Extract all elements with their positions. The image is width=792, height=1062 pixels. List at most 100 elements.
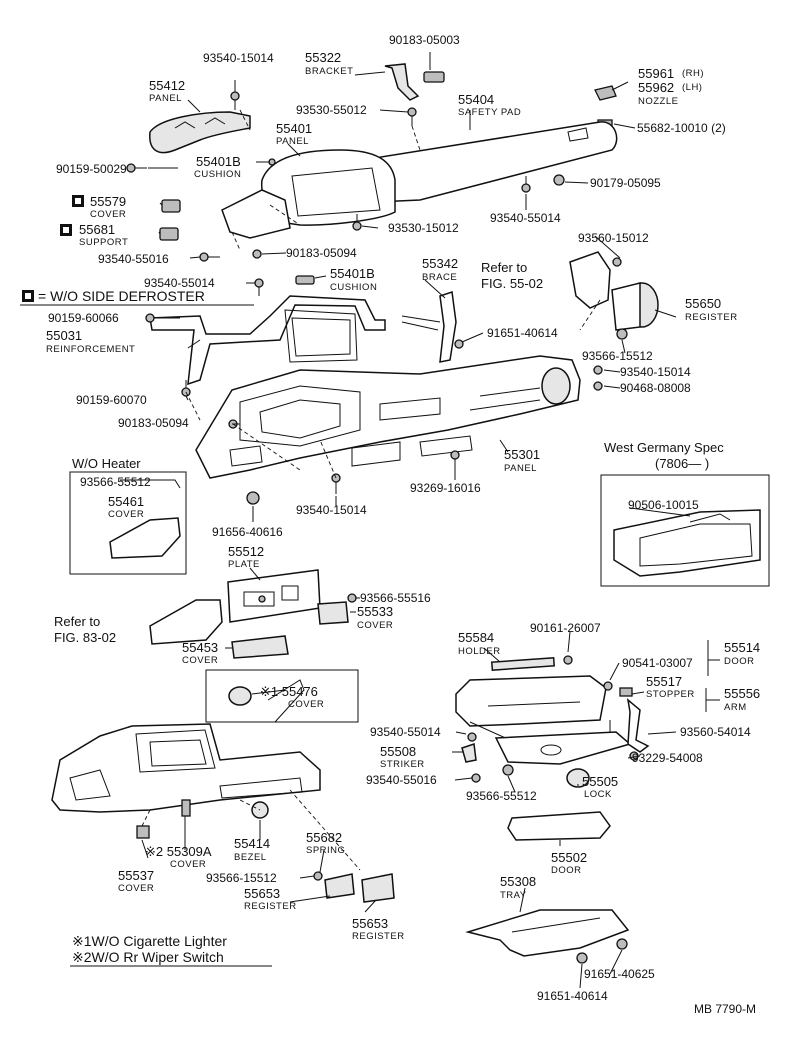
label-90183-05094-b: 90183-05094 [118, 416, 189, 430]
legend-note-2: ※2W/O Rr Wiper Switch [72, 949, 224, 965]
label-brace: BRACE [422, 272, 457, 283]
part-55322-bracket [384, 63, 420, 101]
part-55401b-cushion [295, 275, 315, 285]
part-55031-reinforcement [149, 295, 386, 386]
label-93560-15012: 93560-15012 [578, 231, 649, 245]
part-55650-register [569, 251, 659, 331]
legend-note-1: ※1W/O Cigarette Lighter [72, 933, 227, 949]
label-55962: 55962 [638, 80, 674, 95]
label-cushion-b: CUSHION [330, 282, 377, 293]
label-stopper: STOPPER [646, 689, 695, 700]
label-90159-50029: 90159-50029 [56, 162, 127, 176]
label-reinforcement: REINFORCEMENT [46, 344, 135, 355]
label-55401: 55401 [276, 121, 312, 136]
part-55453-cover [231, 635, 289, 659]
ref1-line-b: FIG. 55-02 [481, 276, 543, 291]
label-cover-e: COVER [288, 699, 324, 710]
label-panel-b: PANEL [276, 136, 309, 147]
part-55308-tray [465, 909, 630, 957]
label-support: SUPPORT [79, 237, 128, 248]
part-55556-arm [626, 698, 650, 753]
label-55461: 55461 [108, 494, 144, 509]
label-55301: 55301 [504, 447, 540, 462]
label-cover-b: COVER [108, 509, 144, 520]
part-dashboard-lower [51, 679, 321, 813]
label-93269-16016: 93269-16016 [410, 481, 481, 495]
label-55453: 55453 [182, 640, 218, 655]
label-55681: 55681 [79, 222, 115, 237]
callout-labels: 93540-15014 55412 PANEL 55322 BRACKET 90… [20, 33, 760, 1016]
wo-heater-title: W/O Heater [72, 456, 141, 471]
label-cover-g: COVER [118, 883, 154, 894]
label-93540-55016-b: 93540-55016 [366, 773, 437, 787]
label-55414: 55414 [234, 836, 270, 851]
part-55505-lock [566, 768, 590, 788]
label-cover-f: COVER [170, 859, 206, 870]
label-91651-40614: 91651-40614 [487, 326, 558, 340]
square-mark-legend-inner [25, 293, 31, 299]
label-55342: 55342 [422, 256, 458, 271]
label-93540-55014: 93540-55014 [490, 211, 561, 225]
label-55533: 55533 [357, 604, 393, 619]
label-90468-08008: 90468-08008 [620, 381, 691, 395]
label-55401b: 55401B [196, 154, 241, 169]
label-plate: PLATE [228, 559, 260, 570]
label-93540-55016: 93540-55016 [98, 252, 169, 266]
part-55512-plate [227, 569, 321, 623]
part-55681-support [159, 227, 179, 241]
square-mark-55681-inner [63, 227, 69, 233]
label-90183-05094: 90183-05094 [286, 246, 357, 260]
label-55308: 55308 [500, 874, 536, 889]
part-55653-register-a [324, 873, 355, 899]
screw-group-top [126, 91, 622, 296]
label-55031: 55031 [46, 328, 82, 343]
label-93540-55014-c: 93540-55014 [370, 725, 441, 739]
label-55508: 55508 [380, 744, 416, 759]
part-glovebox-bracket [494, 731, 632, 765]
leader-dashed-2 [185, 299, 601, 479]
label-90179-05095: 90179-05095 [590, 176, 661, 190]
label-register-b: REGISTER [244, 901, 297, 912]
label-55517: 55517 [646, 674, 682, 689]
label-bezel: BEZEL [234, 852, 267, 863]
ref2-line-b: FIG. 83-02 [54, 630, 116, 645]
footer-code: MB 7790-M [694, 1002, 756, 1016]
part-90183-05003-clip [423, 71, 445, 83]
part-55682-spring [313, 871, 323, 881]
part-55584-holder [490, 657, 556, 671]
label-door-a: DOOR [724, 656, 755, 667]
label-55961: 55961 [638, 66, 674, 81]
label-55505: 55505 [582, 774, 618, 789]
label-panel-c: PANEL [504, 463, 537, 474]
label-safety-pad: SAFETY PAD [458, 107, 521, 118]
west-germany-box [600, 474, 770, 587]
label-55650: 55650 [685, 296, 721, 311]
label-panel: PANEL [149, 93, 182, 104]
part-55653-register-b [361, 873, 395, 903]
label-93540-15014-c: 93540-15014 [296, 503, 367, 517]
part-55301-main-panel [195, 355, 581, 479]
screw-91651-40614 [454, 339, 464, 349]
label-55502: 55502 [551, 850, 587, 865]
label-55401b-b: 55401B [330, 266, 375, 281]
part-glovebox-hole [540, 744, 562, 756]
label-55537: 55537 [118, 868, 154, 883]
label-93530-15012: 93530-15012 [388, 221, 459, 235]
label-90159-60066: 90159-60066 [48, 311, 119, 325]
screw-93566-55516 [347, 593, 357, 603]
label-tray: TRAY [500, 890, 527, 901]
label-door-b: DOOR [551, 865, 582, 876]
label-55579: 55579 [90, 194, 126, 209]
label-90541-03007: 90541-03007 [622, 656, 693, 670]
part-55579-cover [161, 199, 181, 213]
label-55476: ※1 55476 [260, 684, 318, 699]
screw-group-bottom [467, 655, 639, 964]
label-55653-b: 55653 [352, 916, 388, 931]
part-55514-door-assembly [455, 675, 611, 741]
label-arm: ARM [724, 702, 747, 713]
label-55514: 55514 [724, 640, 760, 655]
part-55961-nozzle [594, 85, 617, 101]
label-55556: 55556 [724, 686, 760, 701]
label-register-c: REGISTER [352, 931, 405, 942]
